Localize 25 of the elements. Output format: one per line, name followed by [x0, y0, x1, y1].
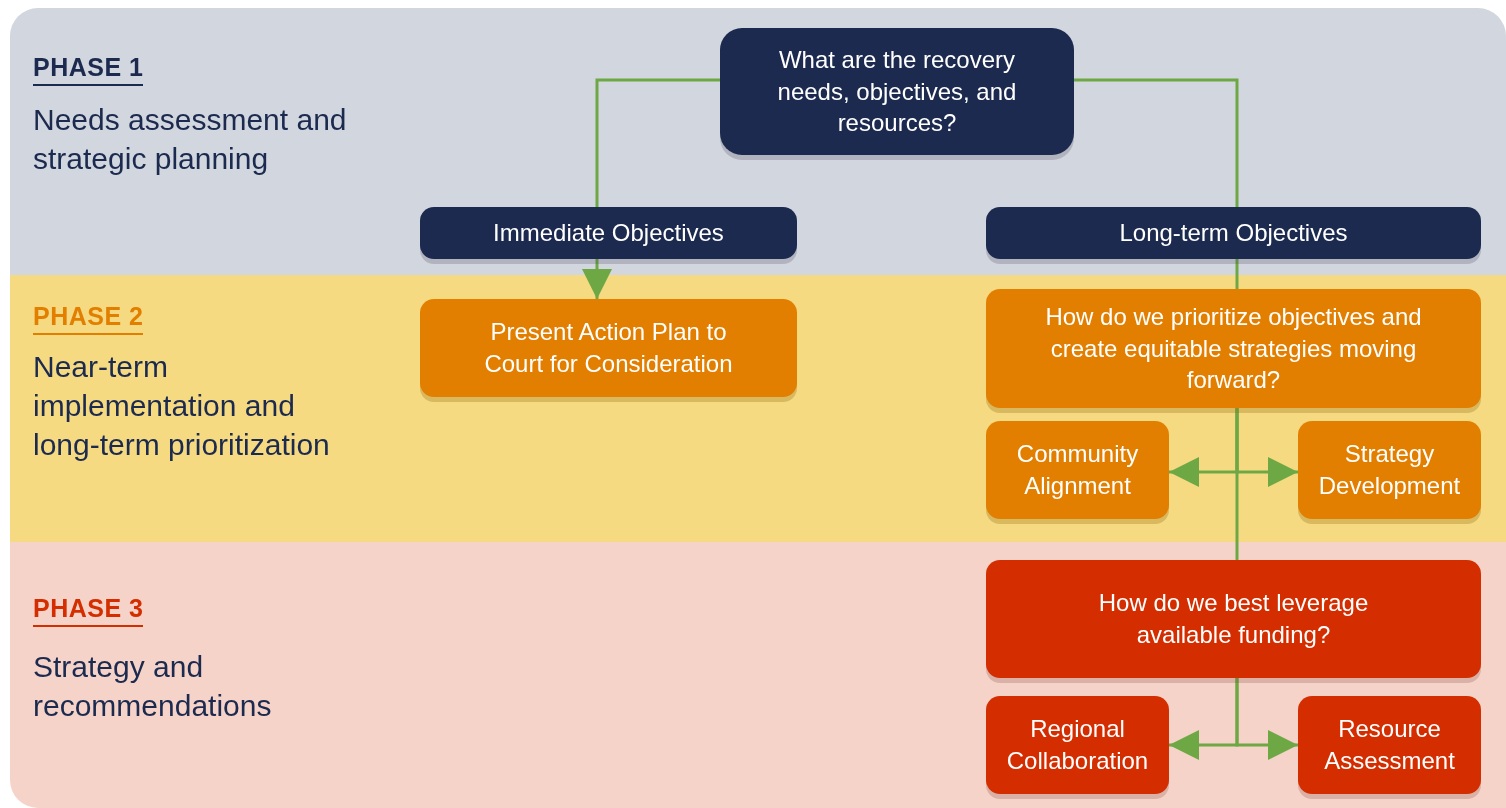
- phase-description: Near-term implementation and long-term prioritization: [33, 349, 331, 463]
- connector-line: [595, 78, 720, 207]
- process-box: Resource Assessment: [1298, 696, 1481, 794]
- arrow: [582, 259, 612, 299]
- process-box: Strategy Development: [1298, 421, 1481, 519]
- phase-band: [10, 8, 1506, 275]
- phase-band: [10, 275, 1506, 542]
- process-box: Present Action Plan to Court for Consideration: [420, 299, 797, 397]
- question-box: What are the recovery needs, objectives, and resources?: [720, 28, 1074, 155]
- arrow: [1235, 678, 1298, 760]
- process-box: Community Alignment: [986, 421, 1169, 519]
- phase-description: Needs assessment and strategic planning: [33, 102, 348, 177]
- process-box: Immediate Objectives: [420, 207, 797, 259]
- connector-line: [1074, 78, 1239, 207]
- phase-heading: PHASE 1: [33, 53, 144, 86]
- phase-description: Strategy and recommendations: [33, 649, 273, 724]
- connector-line: [1235, 259, 1239, 289]
- phase-heading: PHASE 3: [33, 594, 144, 627]
- question-box: How do we prioritize objectives and create equitable strategies moving forward?: [986, 289, 1481, 408]
- question-box: How do we best leverage available funding?: [986, 560, 1481, 678]
- process-box: Long-term Objectives: [986, 207, 1481, 259]
- phase-band: [10, 542, 1506, 808]
- connector-line: [1235, 408, 1239, 560]
- phase-heading: PHASE 2: [33, 302, 144, 335]
- process-box: Regional Collaboration: [986, 696, 1169, 794]
